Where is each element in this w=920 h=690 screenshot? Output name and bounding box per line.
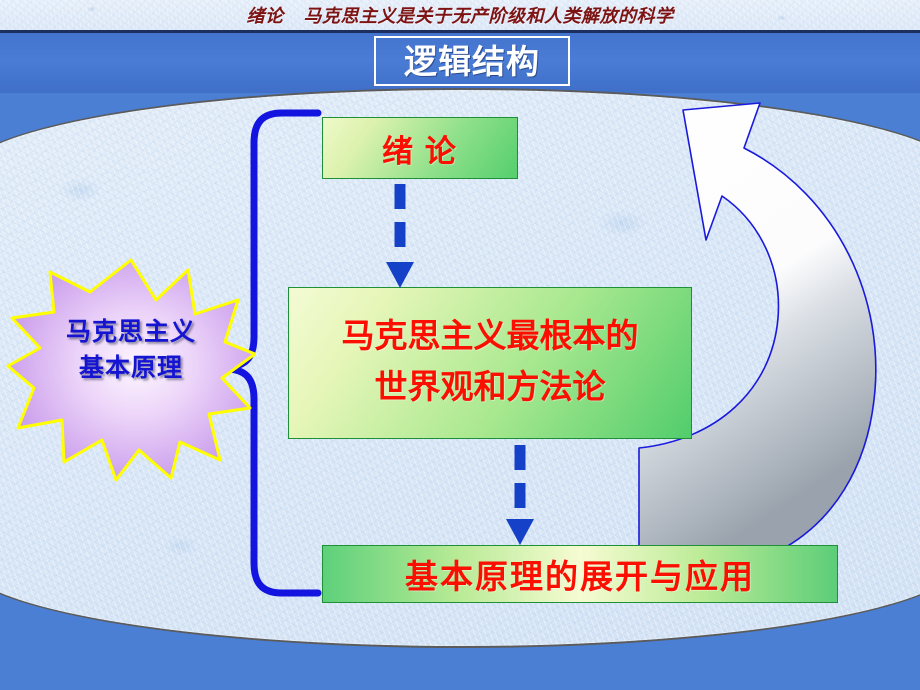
dashed-arrow-top [386,184,414,288]
dashed-arrow-top-head [386,262,414,288]
slide-title-box: 逻辑结构 [374,36,570,86]
title-band [0,30,920,93]
burst-shape: 马克思主义 基本原理 [6,256,257,482]
slide-title: 逻辑结构 [404,41,540,81]
running-header-strip [0,0,920,30]
box-application-label: 基本原理的展开与应用 [405,560,755,596]
paper-texture [0,0,920,30]
burst-label: 马克思主义 基本原理 [6,314,256,385]
box-introduction[interactable]: 绪 论 [322,117,518,179]
dashed-arrow-bottom-head [506,519,534,545]
burst-star-icon [6,258,257,482]
box-core-worldview[interactable]: 马克思主义最根本的 世界观和方法论 [288,287,692,439]
box-introduction-label: 绪 论 [382,133,458,169]
running-title: 绪论 马克思主义是关于无产阶级和人类解放的科学 [246,6,674,26]
box-core-line1: 马克思主义最根本的 [341,318,639,355]
burst-label-line1: 马克思主义 [65,317,196,346]
box-application[interactable]: 基本原理的展开与应用 [322,545,838,603]
navigation-bar: 主 页 上一页 下一页 后 退 退 出 [0,634,920,690]
burst-label-line2: 基本原理 [78,352,183,382]
dashed-arrow-bottom [506,445,534,545]
box-core-line2: 世界观和方法论 [374,370,606,406]
